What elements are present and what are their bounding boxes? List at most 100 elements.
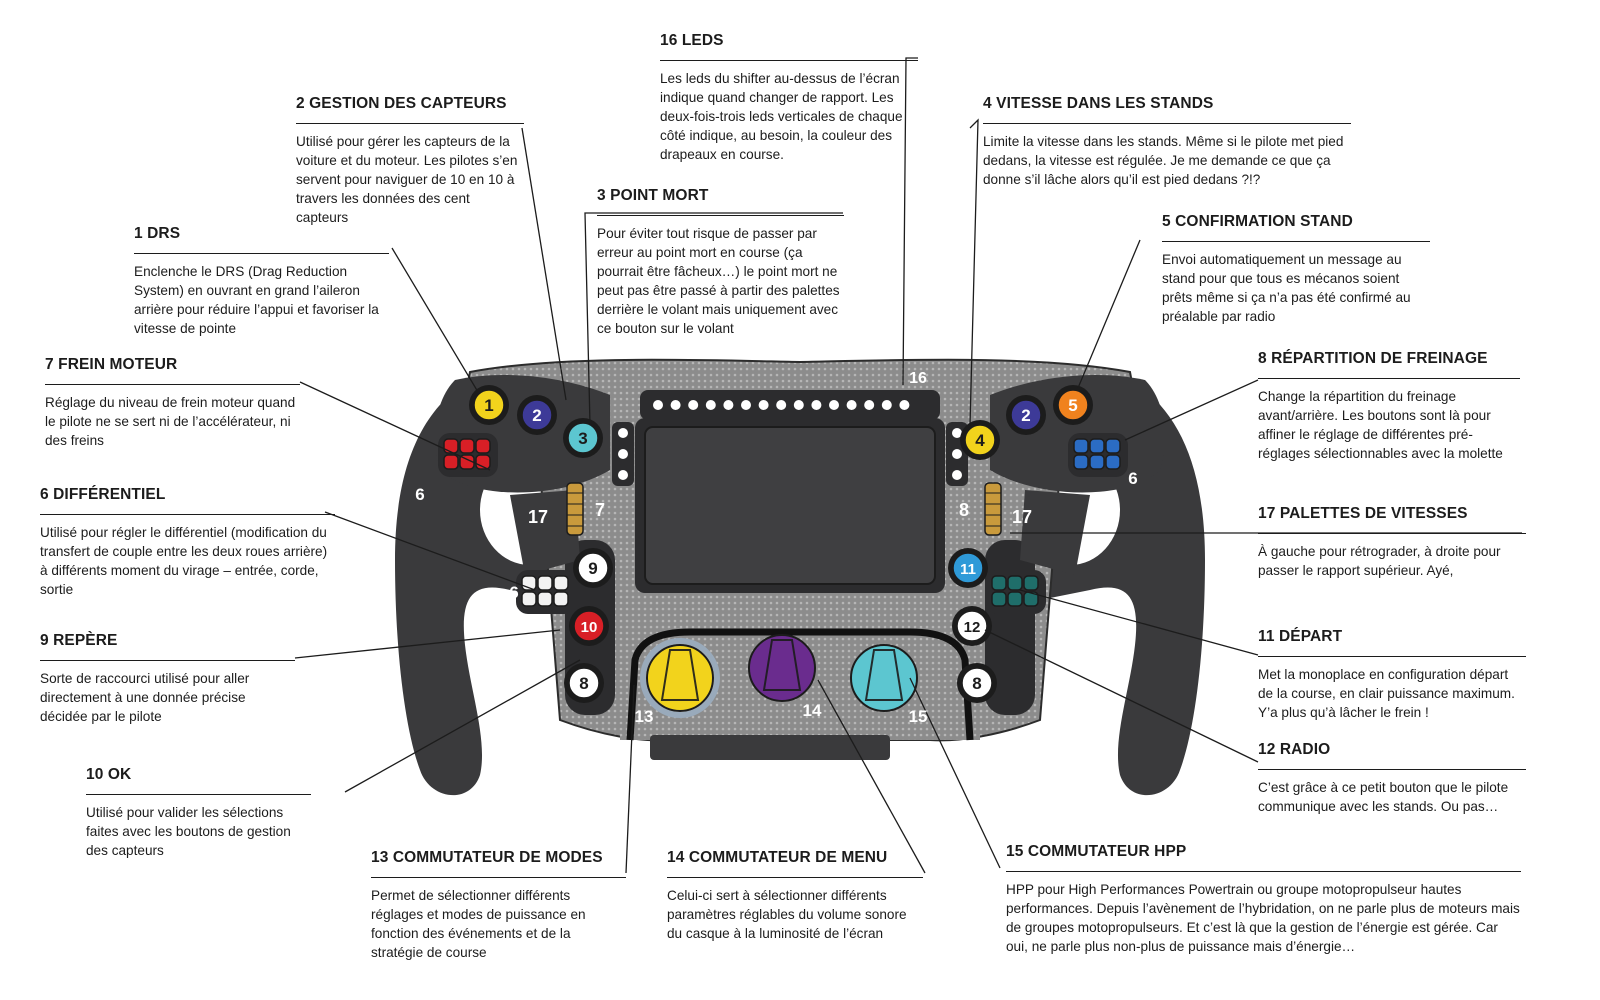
annotation-text: Utilisé pour valider les sélections fait…	[86, 805, 291, 858]
shift-led	[793, 400, 804, 410]
annotation-title: 12 RADIO	[1258, 741, 1526, 770]
annotation-text: Enclenche le DRS (Drag Reduction System)…	[134, 264, 379, 336]
modes-knob[interactable]	[640, 638, 720, 718]
leader-line	[299, 381, 491, 471]
flag-led-right	[952, 449, 962, 459]
wheel-number-fifteen: 15	[909, 707, 928, 726]
button-3[interactable]: 3	[563, 418, 603, 458]
shift-led	[776, 400, 787, 410]
button-12[interactable]: 12	[952, 606, 992, 646]
button-2-right[interactable]: 2	[1006, 395, 1046, 435]
button-label: 3	[578, 429, 587, 448]
shift-led	[846, 400, 857, 410]
leader-line	[294, 629, 561, 659]
annotation-title: 13 COMMUTATEUR DE MODES	[371, 849, 626, 878]
button-label: 11	[960, 561, 976, 578]
button-8-left[interactable]: 8	[564, 663, 604, 703]
annotation-title: 7 FREIN MOTEUR	[45, 356, 300, 385]
leader-line	[625, 684, 635, 874]
annotation-hpp: 15 COMMUTATEUR HPP HPP pour High Perform…	[1006, 843, 1521, 956]
button-label: 12	[964, 619, 981, 636]
menu-knob[interactable]	[748, 634, 816, 702]
annotation-title: 8 RÉPARTITION DE FREINAGE	[1258, 350, 1520, 379]
button-label: 8	[972, 674, 981, 693]
annotation-repere: 9 REPÈRE Sorte de raccourci utilisé pour…	[40, 632, 295, 726]
annotation-title: 9 REPÈRE	[40, 632, 295, 661]
wheel-number-seven: 7	[595, 500, 605, 520]
annotation-text: Sorte de raccourci utilisé pour aller di…	[40, 671, 250, 724]
annotation-text: HPP pour High Performances Powertrain ou…	[1006, 882, 1520, 954]
button-label: 9	[588, 559, 597, 578]
button-10[interactable]: 10	[569, 606, 609, 646]
leader-line	[391, 247, 479, 393]
wheel-number-six-left: 6	[415, 485, 424, 504]
button-9[interactable]: 9	[573, 548, 613, 588]
differentiel-rotary[interactable]	[516, 570, 576, 614]
wheel-number-eight: 8	[959, 500, 969, 520]
leader-line	[1019, 589, 1259, 656]
annotation-title: 11 DÉPART	[1258, 628, 1526, 657]
annotation-capteurs: 2 GESTION DES CAPTEURS Utilisé pour gére…	[296, 95, 524, 227]
button-8-right[interactable]: 8	[957, 663, 997, 703]
annotation-ok: 10 OK Utilisé pour valider les sélection…	[86, 766, 311, 860]
right-clutch-paddle[interactable]	[984, 482, 1002, 536]
hpp-knob[interactable]	[850, 644, 918, 712]
annotation-title: 3 POINT MORT	[597, 187, 844, 216]
button-5[interactable]: 5	[1053, 385, 1093, 425]
wheel-number-sixteen: 16	[909, 370, 927, 387]
shift-led	[670, 400, 681, 410]
button-11[interactable]: 11	[948, 548, 988, 588]
leader-line	[817, 679, 926, 874]
flag-led-left	[618, 449, 628, 459]
button-label: 5	[1068, 396, 1077, 415]
annotation-title: 1 DRS	[134, 225, 389, 254]
annotation-repartition: 8 RÉPARTITION DE FREINAGE Change la répa…	[1258, 350, 1520, 463]
flag-led-left	[618, 470, 628, 480]
wheel-number-six-right: 6	[1128, 469, 1137, 488]
wheel-number-seventeen-right: 17	[1012, 507, 1032, 527]
annotation-text: Les leds du shifter au-dessus de l’écran…	[660, 71, 903, 162]
wheel-number-six-diff: 6	[509, 583, 518, 602]
annotation-depart: 11 DÉPART Met la monoplace en configurat…	[1258, 628, 1526, 722]
shift-led	[881, 400, 892, 410]
flag-led-right	[952, 428, 962, 438]
annotation-text: Pour éviter tout risque de passer par er…	[597, 226, 840, 336]
shift-led	[864, 400, 875, 410]
annotation-title: 10 OK	[86, 766, 311, 795]
wheel-number-fourteen: 14	[803, 701, 822, 720]
leader-line	[584, 212, 843, 426]
button-2-left[interactable]: 2	[517, 395, 557, 435]
repartition-rotary[interactable]	[1068, 433, 1128, 477]
bottom-tab	[650, 735, 890, 760]
annotation-text: Utilisé pour gérer les capteurs de la vo…	[296, 134, 518, 225]
flag-led-left	[618, 428, 628, 438]
left-clutch-paddle[interactable]	[566, 482, 584, 536]
button-label: 4	[975, 431, 985, 450]
button-label: 2	[532, 406, 541, 425]
annotation-title: 5 CONFIRMATION STAND	[1162, 213, 1430, 242]
wheel-number-seventeen-left: 17	[528, 507, 548, 527]
leader-line	[1077, 239, 1141, 389]
annotation-pointmort: 3 POINT MORT Pour éviter tout risque de …	[597, 187, 844, 338]
annotation-title: 14 COMMUTATEUR DE MENU	[667, 849, 923, 878]
annotation-title: 2 GESTION DES CAPTEURS	[296, 95, 524, 124]
annotation-freinmoteur: 7 FREIN MOTEUR Réglage du niveau de frei…	[45, 356, 300, 450]
annotation-text: Limite la vitesse dans les stands. Même …	[983, 134, 1344, 187]
annotation-text: Permet de sélectionner différents réglag…	[371, 888, 586, 960]
button-1-left[interactable]: 1	[469, 385, 509, 425]
button-label: 2	[1021, 406, 1030, 425]
depart-rotary[interactable]	[986, 570, 1046, 614]
annotation-drs: 1 DRS Enclenche le DRS (Drag Reduction S…	[134, 225, 389, 338]
annotation-text: Celui-ci sert à sélectionner différents …	[667, 888, 907, 941]
annotation-radio: 12 RADIO C’est grâce à ce petit bouton q…	[1258, 741, 1526, 816]
wheel-number-thirteen: 13	[635, 707, 654, 726]
led-bar	[640, 390, 940, 420]
annotation-title: 16 LEDS	[660, 32, 918, 61]
annotation-modes: 13 COMMUTATEUR DE MODES Permet de sélect…	[371, 849, 626, 962]
frein-moteur-rotary[interactable]	[438, 433, 498, 477]
annotation-confirmation: 5 CONFIRMATION STAND Envoi automatiqueme…	[1162, 213, 1430, 326]
shift-led	[688, 400, 699, 410]
button-4[interactable]: 4	[960, 420, 1000, 460]
